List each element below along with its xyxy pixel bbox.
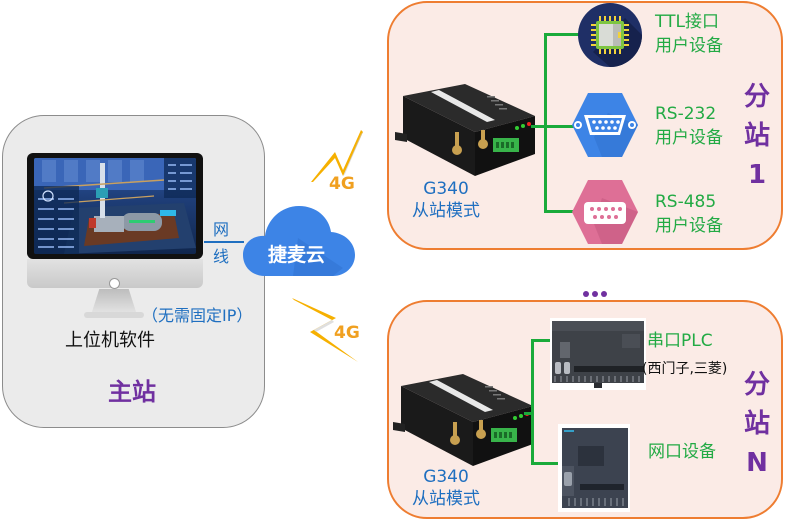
device-label: RS-232 xyxy=(655,104,717,124)
device-label: 用户设备 xyxy=(655,128,723,148)
cable-label-top: 网 xyxy=(213,220,230,239)
title-char: 分 xyxy=(743,370,770,400)
lightning-bolt-icon xyxy=(292,298,358,362)
title-char: 分 xyxy=(743,82,770,112)
device-label: 用户设备 xyxy=(655,216,723,236)
slave-station-1-title: 分 站 1 xyxy=(742,78,772,195)
connector-line xyxy=(544,210,574,213)
jiemai-cloud-label: 捷麦云 xyxy=(268,244,326,266)
slave-station-n-title: 分 站 N xyxy=(742,366,772,483)
title-char: 站 xyxy=(743,121,770,151)
monitor-stand-base xyxy=(84,312,144,318)
connector-line xyxy=(531,125,545,128)
4g-label-top: 4G xyxy=(329,174,355,194)
g340-router-icon xyxy=(393,374,533,466)
4g-label-bottom: 4G xyxy=(334,323,360,343)
connector-line xyxy=(544,125,574,128)
connector-line xyxy=(524,412,534,415)
router-model-label: G340 xyxy=(423,467,469,487)
cloud-icon xyxy=(243,206,355,276)
router-mode-label: 从站模式 xyxy=(412,201,480,221)
master-station-title: 主站 xyxy=(108,378,156,406)
chip-icon xyxy=(578,3,642,67)
device-label: 网口设备 xyxy=(648,442,716,462)
connector-line xyxy=(531,462,561,465)
router-model-label: G340 xyxy=(423,179,469,199)
db9-serial-port-icon xyxy=(572,93,638,157)
plc-icon xyxy=(558,424,630,512)
monitor-stand xyxy=(91,289,137,315)
connector-line xyxy=(544,33,547,213)
title-char: N xyxy=(746,448,768,478)
no-fixed-ip-note: （无需固定IP） xyxy=(142,306,253,325)
monitor-power-button xyxy=(109,278,120,289)
more-stations-ellipsis xyxy=(583,282,610,301)
device-label: RS-485 xyxy=(655,192,717,212)
device-label: 串口PLC xyxy=(647,331,713,351)
network-cable-line xyxy=(204,241,244,243)
plc-icon xyxy=(550,318,646,390)
cable-label-bottom: 线 xyxy=(213,247,230,266)
title-char: 站 xyxy=(743,409,770,439)
g340-router-icon xyxy=(395,84,535,176)
device-label: TTL接口 xyxy=(655,12,719,32)
lightning-bolt-icon xyxy=(311,130,363,182)
device-sublabel: (西门子,三菱) xyxy=(642,361,728,377)
host-software-label: 上位机软件 xyxy=(65,330,155,351)
router-mode-label: 从站模式 xyxy=(412,489,480,509)
device-label: 用户设备 xyxy=(655,36,723,56)
connector-line xyxy=(544,33,582,36)
connector-line xyxy=(531,339,534,465)
db9-serial-port-icon xyxy=(572,180,638,244)
connector-line xyxy=(531,339,555,342)
scada-software-screen xyxy=(34,158,196,254)
title-char: 1 xyxy=(747,160,767,190)
